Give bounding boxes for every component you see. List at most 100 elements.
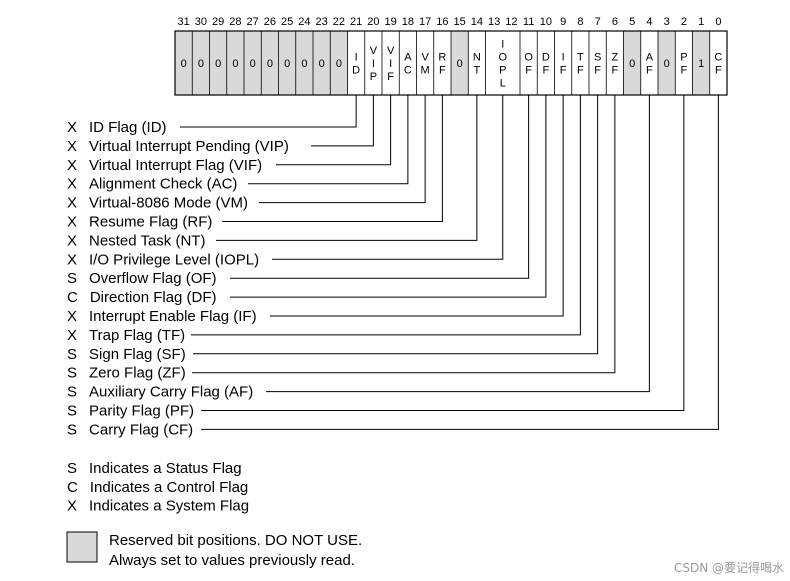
bit-label-fixed-24: 0 bbox=[301, 58, 307, 70]
bit-number-1: 1 bbox=[698, 16, 704, 28]
bit-number-8: 8 bbox=[577, 16, 583, 28]
flag-type-code: C bbox=[67, 289, 78, 306]
leader-line-4 bbox=[266, 95, 650, 393]
flag-type-code: S bbox=[67, 403, 77, 420]
bit-number-0: 0 bbox=[715, 16, 721, 28]
leader-line-8 bbox=[191, 95, 581, 336]
leader-line-0 bbox=[201, 95, 719, 430]
flag-name: Virtual-8086 Mode (VM) bbox=[89, 195, 248, 212]
bit-cell-8 bbox=[571, 31, 589, 95]
bit-number-23: 23 bbox=[316, 16, 328, 28]
bit-number-15: 15 bbox=[454, 16, 466, 28]
bit-number-30: 30 bbox=[195, 16, 207, 28]
bit-number-17: 17 bbox=[419, 16, 431, 28]
flag-entry: X Virtual-8086 Mode (VM) bbox=[67, 195, 248, 212]
bit-label-fixed-3: 0 bbox=[664, 58, 670, 70]
leader-line-11 bbox=[230, 95, 530, 279]
bit-cell-10 bbox=[537, 31, 555, 95]
bit-cell-13 bbox=[485, 31, 503, 95]
bit-number-18: 18 bbox=[402, 16, 414, 28]
bit-number-29: 29 bbox=[212, 16, 224, 28]
flag-name: Sign Flag (SF) bbox=[89, 346, 186, 363]
flag-type-code: S bbox=[67, 421, 77, 438]
flag-entry: S Zero Flag (ZF) bbox=[67, 365, 186, 382]
flag-type-code: X bbox=[67, 327, 77, 344]
flag-leader-lines bbox=[180, 95, 719, 430]
flag-name: Auxiliary Carry Flag (AF) bbox=[89, 384, 253, 401]
bit-cell-20 bbox=[364, 31, 382, 95]
bit-label-fixed-26: 0 bbox=[267, 58, 273, 70]
bit-label-fixed-29: 0 bbox=[215, 58, 221, 70]
bit-number-2: 2 bbox=[681, 16, 687, 28]
bit-cell-30 bbox=[192, 31, 210, 95]
bit-number-24: 24 bbox=[298, 16, 310, 28]
bit-cell-16 bbox=[433, 31, 451, 95]
leader-line-14 bbox=[216, 95, 478, 241]
bit-number-4: 4 bbox=[646, 16, 652, 28]
leader-line-20 bbox=[311, 95, 374, 147]
bit-label-fixed-31: 0 bbox=[181, 58, 187, 70]
bit-label-fixed-23: 0 bbox=[319, 58, 325, 70]
flag-type-code: S bbox=[67, 270, 77, 287]
flag-type-code: S bbox=[67, 365, 77, 382]
flag-type-code: S bbox=[67, 384, 77, 401]
bit-number-10: 10 bbox=[540, 16, 552, 28]
bit-cell-28 bbox=[226, 31, 244, 95]
bit-cell-9 bbox=[554, 31, 572, 95]
bit-number-31: 31 bbox=[178, 16, 190, 28]
leader-line-21 bbox=[180, 95, 357, 128]
flag-type-code: X bbox=[67, 119, 77, 136]
bit-label-fixed-15: 0 bbox=[457, 58, 463, 70]
bit-cell-1 bbox=[692, 31, 710, 95]
bit-cell-26 bbox=[261, 31, 279, 95]
leader-line-16 bbox=[222, 95, 443, 222]
leader-line-17 bbox=[259, 95, 426, 204]
bit-number-19: 19 bbox=[385, 16, 397, 28]
leader-line-2 bbox=[201, 95, 685, 411]
bit-cell-0 bbox=[709, 31, 727, 95]
legend-key: S bbox=[67, 460, 77, 477]
legend-text: Indicates a Status Flag bbox=[89, 460, 242, 477]
bit-cell-11 bbox=[520, 31, 538, 95]
legend-text: Indicates a Control Flag bbox=[90, 479, 248, 496]
leader-line-10 bbox=[230, 95, 547, 298]
bit-cell-3 bbox=[658, 31, 676, 95]
legend-key: C bbox=[67, 479, 78, 496]
flag-name: Zero Flag (ZF) bbox=[89, 365, 186, 382]
bit-number-26: 26 bbox=[264, 16, 276, 28]
bit-cell-29 bbox=[209, 31, 227, 95]
flag-type-code: X bbox=[67, 195, 77, 212]
bit-cell-23 bbox=[313, 31, 331, 95]
watermark: CSDN @要记得喝水 bbox=[674, 560, 784, 575]
flag-type-code: X bbox=[67, 157, 77, 174]
flag-name: Virtual Interrupt Pending (VIP) bbox=[89, 138, 289, 155]
bit-cell-31 bbox=[175, 31, 193, 95]
bit-label-fixed-28: 0 bbox=[232, 58, 238, 70]
bit-number-9: 9 bbox=[560, 16, 566, 28]
flag-name: Interrupt Enable Flag (IF) bbox=[89, 308, 257, 325]
flag-type-code: X bbox=[67, 176, 77, 193]
bit-label-fixed-27: 0 bbox=[250, 58, 256, 70]
